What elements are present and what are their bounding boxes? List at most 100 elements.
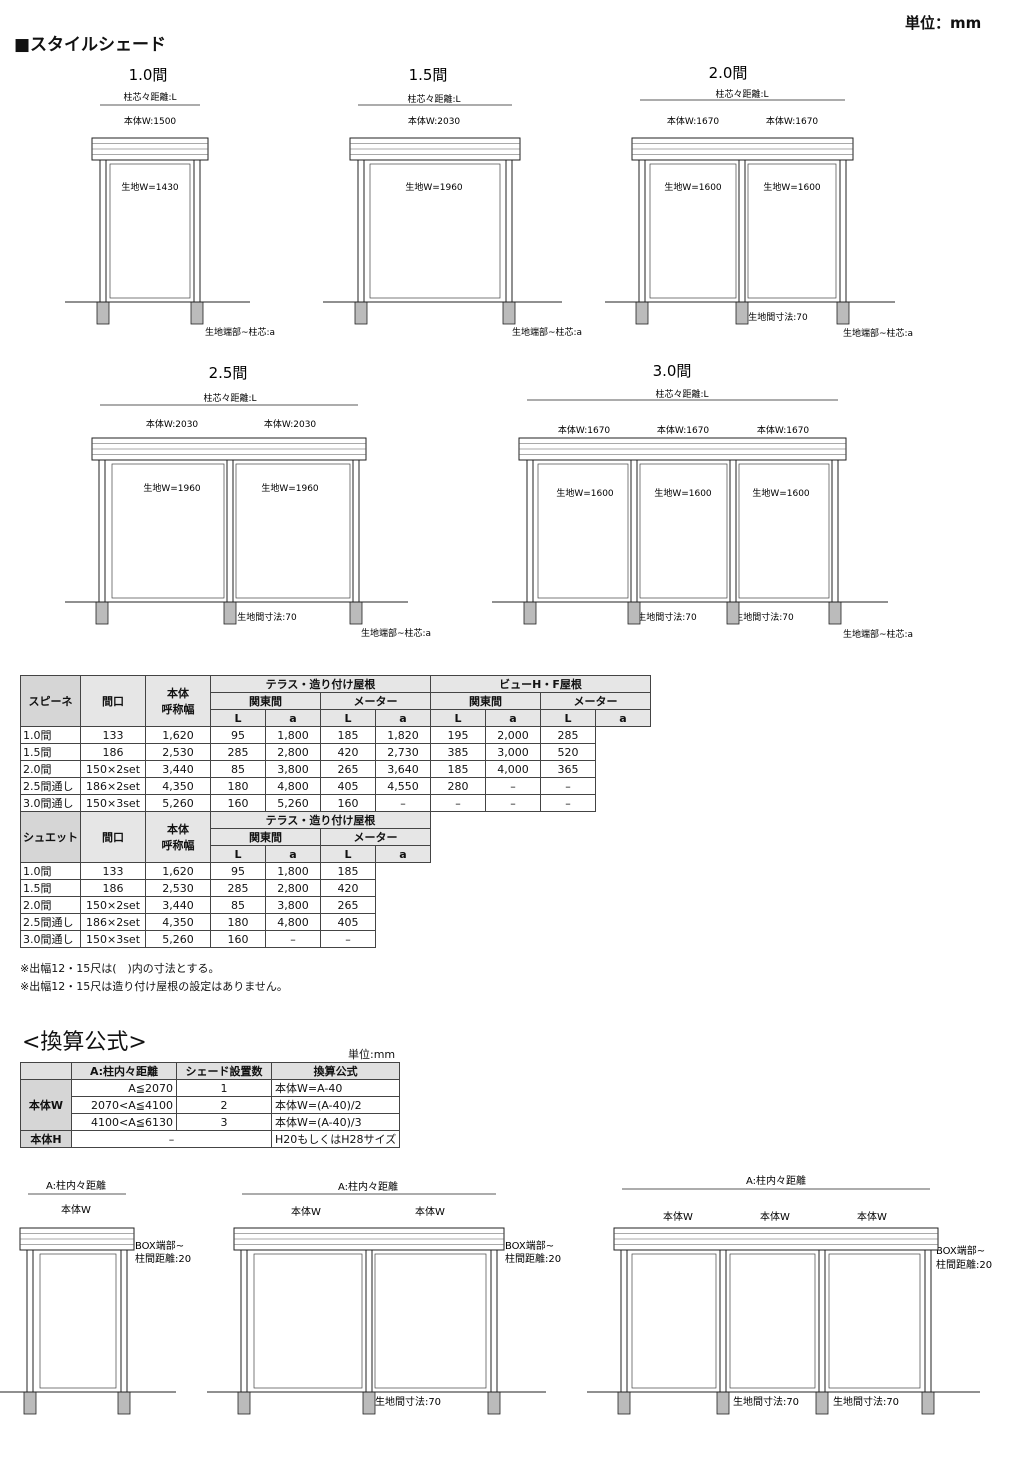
post xyxy=(719,1249,727,1393)
diagram-1-0: 1.0間 柱芯々距離:L 本体W:1500 生地W=1430 生地端部~柱芯:a xyxy=(121,66,275,338)
post-footing xyxy=(487,1391,501,1415)
edge-label: 生地端部~柱芯:a xyxy=(205,326,275,338)
diagram-title: 1.0間 xyxy=(129,66,168,84)
body-label: 本体W xyxy=(857,1210,887,1223)
post xyxy=(26,1249,34,1393)
body-width-label: 本体W:1500 xyxy=(124,115,177,127)
fabric-width-label: 生地W=1960 xyxy=(143,482,201,494)
note-line: ※出幅12・15尺は造り付け屋根の設定はありません。 xyxy=(20,980,288,993)
frontage-cell: 2.5間通し xyxy=(20,913,81,931)
body-label: 本体W xyxy=(415,1205,445,1218)
col-view: ビューH・F屋根 xyxy=(430,675,651,693)
frontage-cell: 3.0間通し xyxy=(20,930,81,948)
box-label: 柱間距離:20 xyxy=(936,1258,992,1271)
note-line: ※出幅12・15尺は( )内の寸法とする。 xyxy=(20,962,220,975)
body-width-label: 本体W:1670 xyxy=(558,424,611,436)
frontage-cell: 2.5間通し xyxy=(20,777,81,795)
body-width-label: 本体W:1670 xyxy=(766,115,819,127)
body-cell: 133 xyxy=(80,862,146,880)
gap-label: 生地間寸法:70 xyxy=(637,611,697,623)
post-footing xyxy=(617,1391,631,1415)
value-cell: 285 xyxy=(210,743,266,761)
value-cell: 1,620 xyxy=(145,726,211,744)
formula-cell: H20もしくはH28サイズ xyxy=(270,1130,401,1148)
value-cell: 85 xyxy=(210,760,266,778)
col-kanto: 関東間 xyxy=(210,828,321,846)
col-kanto: 関東間 xyxy=(430,692,541,710)
gap-label: 生地間寸法:70 xyxy=(833,1395,899,1408)
fabric-width-label: 生地W=1600 xyxy=(556,487,614,499)
gap-label: 生地間寸法:70 xyxy=(734,611,794,623)
fabric-panel xyxy=(828,1253,921,1389)
fabric-panel xyxy=(111,463,225,599)
body-width-label: 本体W:1670 xyxy=(667,115,720,127)
post-footing xyxy=(716,1391,730,1415)
value-cell: 180 xyxy=(210,777,266,795)
pitch-label: 柱芯々距離:L xyxy=(407,93,460,105)
post xyxy=(490,1249,498,1393)
bottom-diagram-2: A:柱内々距離 本体W 本体W BOX端部~ 柱間距離:20 生地間寸法:70 xyxy=(291,1180,561,1408)
fabric-width-label: 生地W=1600 xyxy=(763,181,821,193)
value-cell: 5,260 xyxy=(265,794,321,812)
col-body: 本体 呼称幅 xyxy=(145,811,211,863)
col-terrace: テラス・造り付け屋根 xyxy=(210,811,431,829)
box-label: BOX端部~ xyxy=(936,1244,985,1257)
span-label: A:柱内々距離 xyxy=(46,1179,106,1192)
value-cell: 1,800 xyxy=(265,726,321,744)
edge-label: 生地端部~柱芯:a xyxy=(843,327,913,339)
col-a: a xyxy=(265,845,321,863)
fabric-panel xyxy=(109,163,191,299)
col-a: a xyxy=(375,845,431,863)
body-width-label: 本体W:2030 xyxy=(408,115,461,127)
gap-label: 生地間寸法:70 xyxy=(237,611,297,623)
post xyxy=(240,1249,248,1393)
frontage-cell: 1.0間 xyxy=(20,862,81,880)
fabric-width-label: 生地W=1600 xyxy=(654,487,712,499)
frontage-cell: 1.5間 xyxy=(20,743,81,761)
span-label: A:柱内々距離 xyxy=(338,1180,398,1193)
formula-title: <換算公式> xyxy=(22,1030,147,1055)
diagram-2-0: 2.0間 柱芯々距離:L 本体W:1670 本体W:1670 生地W=1600 … xyxy=(664,64,913,339)
fabric-panel xyxy=(235,463,351,599)
value-cell: 2,730 xyxy=(375,743,431,761)
post xyxy=(818,1249,826,1393)
fabric-panel xyxy=(39,1253,117,1389)
fabric-panel xyxy=(747,163,837,299)
product-name: シュエット xyxy=(20,811,81,863)
formula-cell: 本体W=A-40 xyxy=(270,1079,401,1097)
value-cell: 3,440 xyxy=(145,896,211,914)
value-cell: – xyxy=(485,794,541,812)
spec-table: スピーネ 間口 本体 呼称幅 テラス・造り付け屋根 ビューH・F屋根 関東間 メ… xyxy=(20,675,651,948)
bottom-diagram-3: A:柱内々距離 本体W 本体W 本体W BOX端部~ 柱間距離:20 生地間寸法… xyxy=(663,1174,992,1408)
frontage-cell: 1.5間 xyxy=(20,879,81,897)
fabric-panel xyxy=(639,463,728,599)
fabric-width-label: 生地W=1960 xyxy=(405,181,463,193)
body-label: 本体W xyxy=(291,1205,321,1218)
fabric-panel xyxy=(631,1253,717,1389)
bottom-diagram-1: A:柱内々距離 本体W BOX端部~ 柱間距離:20 xyxy=(46,1179,191,1265)
body-width-label: 本体W:2030 xyxy=(264,418,317,430)
value-cell: 3,440 xyxy=(145,760,211,778)
col-L: L xyxy=(320,709,376,727)
post-footing xyxy=(921,1391,935,1415)
value-cell: 3,640 xyxy=(375,760,431,778)
diagram-1-5: 1.5間 柱芯々距離:L 本体W:2030 生地W=1960 生地端部~柱芯:a xyxy=(405,66,582,338)
box-label: BOX端部~ xyxy=(135,1239,184,1252)
value-cell: 420 xyxy=(320,879,376,897)
pitch-label: 柱芯々距離:L xyxy=(123,91,176,103)
post xyxy=(620,1249,628,1393)
row-body-w: 本体W xyxy=(20,1079,72,1131)
post-footing xyxy=(117,1391,131,1415)
fabric-panel xyxy=(537,463,629,599)
diagram-title: 1.5間 xyxy=(409,66,448,84)
pitch-label: 柱芯々距離:L xyxy=(655,388,708,400)
gap-label: 生地間寸法:70 xyxy=(375,1395,441,1408)
post-footing xyxy=(362,1391,376,1415)
diagram-title: 2.0間 xyxy=(709,64,748,82)
